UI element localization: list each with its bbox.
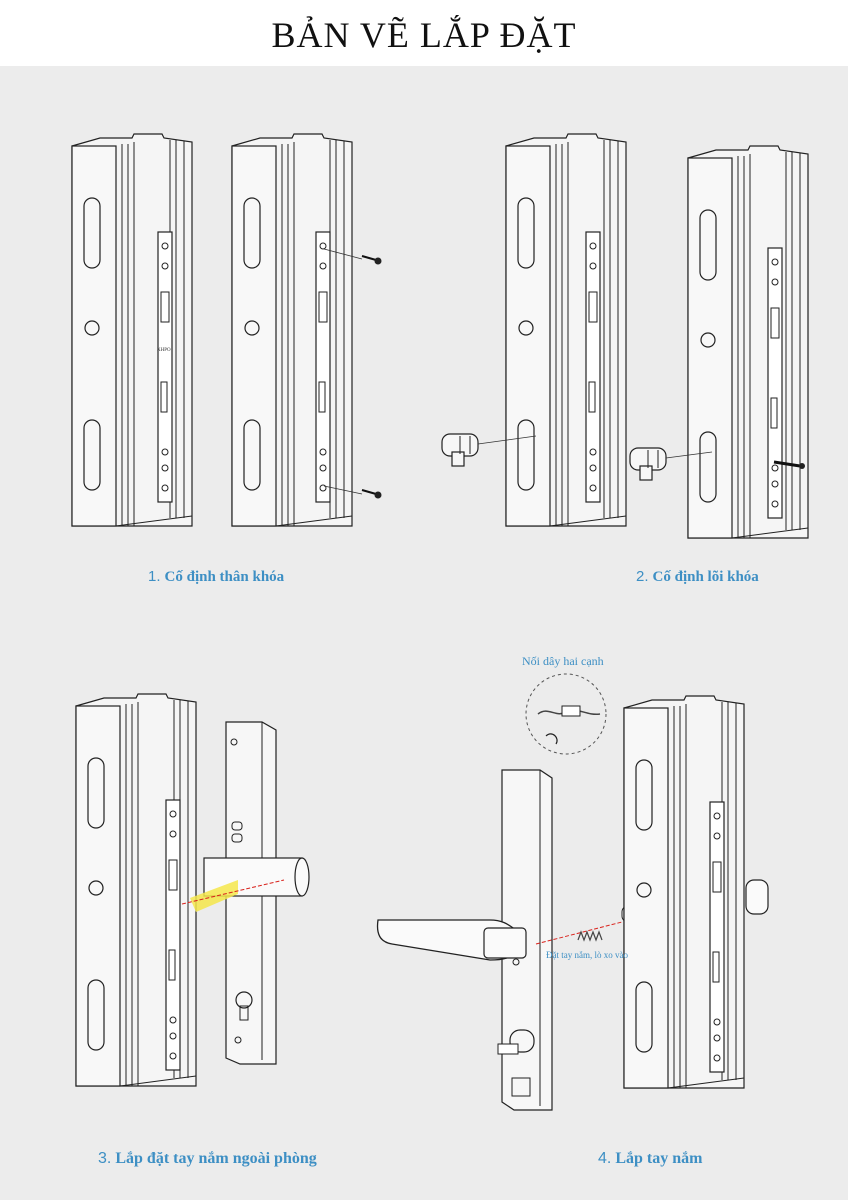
step4-profile <box>623 695 769 1089</box>
diagram-canvas <box>71 133 809 1111</box>
step4-wire-callout <box>525 673 607 755</box>
step3-label: Lắp đặt tay nắm ngoài phòng <box>115 1150 317 1167</box>
wire-note: Nối dây hai cạnh <box>522 654 604 668</box>
step3-caption: 3.Lắp đặt tay nắm ngoài phòng <box>98 1150 317 1168</box>
step4-number: 4. <box>598 1150 612 1167</box>
step2-screw <box>773 460 805 469</box>
step1-caption: 1.Cố định thân khóa <box>148 568 284 586</box>
step2-profile-left <box>505 133 627 527</box>
step4-lever-handle <box>376 919 527 961</box>
step3-profile <box>75 693 197 1087</box>
brand-mark: XHPO <box>157 348 171 353</box>
installation-diagram: XHPO 1.Cố định thân khóa 2.Cố định lõi k… <box>0 66 848 1200</box>
step4-caption: 4.Lắp tay nắm <box>598 1150 702 1168</box>
step4-label: Lắp tay nắm <box>615 1150 703 1167</box>
step2-caption: 2.Cố định lõi khóa <box>636 568 759 586</box>
step3-number: 3. <box>98 1150 112 1167</box>
step2-profile-right <box>687 145 809 539</box>
step2-cylinder-left <box>441 433 537 467</box>
page-title: BẢN VẼ LẮP ĐẶT <box>271 15 577 55</box>
step1-profile-right <box>231 133 353 527</box>
step2-number: 2. <box>636 568 649 585</box>
step2-label: Cố định lõi khóa <box>652 569 759 585</box>
step1-screw-bottom <box>323 485 383 500</box>
step3-spindle-highlight <box>181 879 285 912</box>
header-bar: BẢN VẼ LẮP ĐẶT <box>0 0 848 66</box>
handle-note: Đặt tay nắm, lò xo vào <box>546 950 628 960</box>
step1-profile-left <box>71 133 193 527</box>
step2-cylinder-right <box>629 447 713 481</box>
step1-label: Cố định thân khóa <box>164 569 285 585</box>
step4-inner-handle-plate <box>497 769 553 1111</box>
step1-screw-top <box>323 248 383 266</box>
step1-number: 1. <box>148 568 161 585</box>
